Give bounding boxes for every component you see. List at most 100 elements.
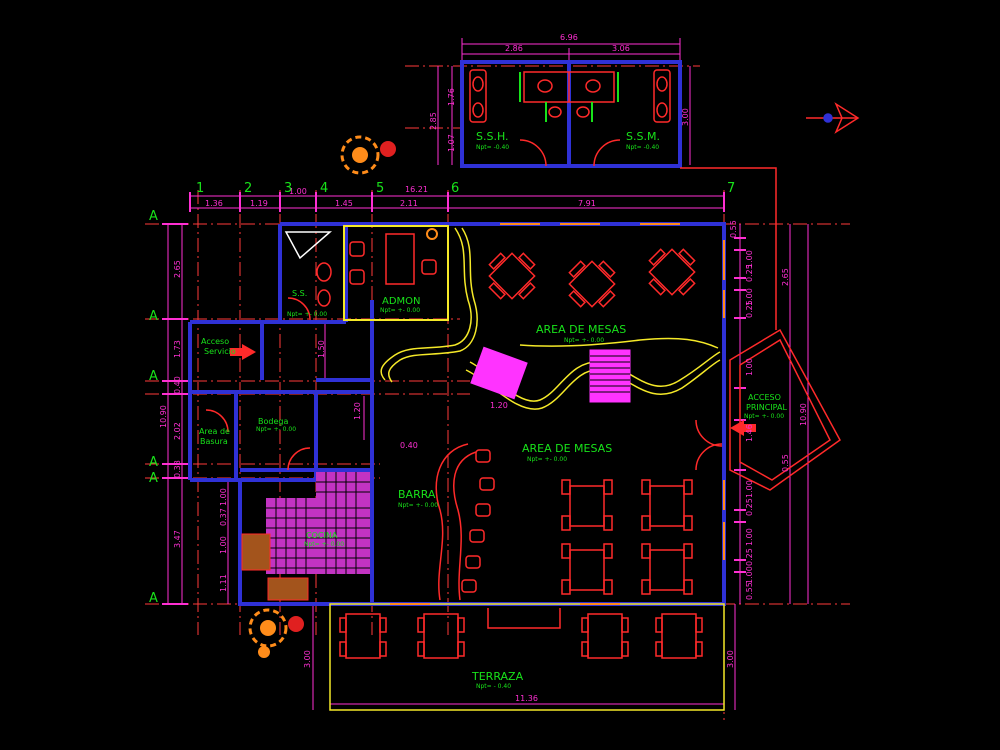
window-markers bbox=[390, 223, 725, 605]
axis-col-5: 5 bbox=[376, 181, 384, 196]
axis-row-a1: A bbox=[149, 209, 158, 224]
bathroom-partitions bbox=[519, 72, 619, 122]
dim-left-inner-4: 1.11 bbox=[219, 574, 228, 592]
dim-top-a: 2.86 bbox=[505, 44, 523, 53]
dim-right-inner-8: 1.00 bbox=[745, 480, 754, 498]
bodega-label: Bodega bbox=[258, 417, 288, 426]
dim-right-inner-7: 1.46 bbox=[745, 424, 754, 442]
dim-right-inner-12: 1.00 bbox=[745, 566, 754, 584]
dining-tables-top bbox=[488, 248, 696, 308]
dim-right-inner-6: 1.00 bbox=[745, 358, 754, 376]
axis-col-7: 7 bbox=[727, 181, 735, 196]
area-mesas-1-level: Npt= +- 0.00 bbox=[564, 337, 604, 344]
dim-col-6: 7.91 bbox=[578, 199, 596, 208]
axis-col-2: 2 bbox=[244, 181, 252, 196]
axis-row-a5: A bbox=[149, 471, 158, 486]
dim-left-total: 10.90 bbox=[159, 405, 168, 428]
admon-chairs bbox=[349, 241, 437, 285]
cocina-level: Npt= +- 0.00 bbox=[304, 541, 344, 548]
ss-fixtures bbox=[284, 231, 333, 307]
barra-label: BARRA bbox=[398, 488, 436, 501]
room-labels: S.S.H. Npt= -0.40 S.S.M. Npt= -0.40 S.S.… bbox=[199, 130, 787, 690]
bodega-level: Npt= +- 0.00 bbox=[256, 426, 296, 433]
axis-col-3: 3 bbox=[284, 181, 292, 196]
axis-row-a4: A bbox=[149, 455, 158, 470]
admon-label: ADMON bbox=[382, 296, 421, 307]
dim-left-seg-6: 3.47 bbox=[173, 530, 182, 548]
dim-top-total: 6.96 bbox=[560, 33, 578, 42]
admon-level: Npt= +- 0.00 bbox=[380, 307, 420, 314]
ss-label: S.S. bbox=[292, 289, 307, 298]
dim-terraza-right: 3.00 bbox=[726, 650, 735, 668]
admon-room bbox=[343, 225, 449, 321]
dim-left-inner-1: 1.00 bbox=[219, 488, 228, 506]
axis-row-a2: A bbox=[149, 309, 158, 324]
admon-plant-icon bbox=[426, 228, 438, 240]
dim-right-inner-5: 0.25 bbox=[745, 300, 754, 318]
entrance-ramp bbox=[680, 167, 841, 491]
axis-col-1: 1 bbox=[196, 181, 204, 196]
ssm-label: S.S.M. bbox=[626, 130, 660, 143]
doors bbox=[205, 297, 723, 471]
dim-bath-left-lower: 1.07 bbox=[447, 134, 456, 152]
terrace bbox=[329, 603, 725, 711]
dim-terraza-left: 3.00 bbox=[303, 650, 312, 668]
axis-col-6: 6 bbox=[451, 181, 459, 196]
dim-col-extra: 16.21 bbox=[405, 185, 428, 194]
dimension-labels: 6.96 2.86 3.06 1.36 1.19 1.00 1.45 2.11 … bbox=[159, 33, 808, 703]
axis-row-a3: A bbox=[149, 369, 158, 384]
dim-terraza-width: 11.36 bbox=[515, 694, 538, 703]
dim-col-1: 1.36 bbox=[205, 199, 223, 208]
area-mesas-2-level: Npt= +- 0.00 bbox=[527, 456, 567, 463]
dining-tables-bottom bbox=[561, 479, 693, 595]
dim-right-inner-11: 0.25 bbox=[745, 548, 754, 566]
dim-col-4: 1.45 bbox=[335, 199, 353, 208]
terraza-label: TERRAZA bbox=[471, 670, 524, 683]
dim-corridor: 1.50 bbox=[317, 340, 326, 358]
area-mesas-1-label: AREA DE MESAS bbox=[536, 323, 626, 336]
dim-left-seg-1: 2.65 bbox=[173, 260, 182, 278]
dim-ramp-120: 1.20 bbox=[490, 401, 508, 410]
barra-level: Npt= +- 0.00 bbox=[398, 502, 438, 509]
dim-right-inner-2: 1.00 bbox=[745, 250, 754, 268]
ss-level: Npt= +- 0.00 bbox=[287, 311, 327, 318]
ramps bbox=[470, 346, 631, 403]
dim-bath-right: 3.00 bbox=[681, 108, 690, 126]
dim-right-outer-2: 0.55 bbox=[781, 454, 790, 472]
dim-right-inner-10: 1.00 bbox=[745, 528, 754, 546]
dim-left-seg-2: 1.73 bbox=[173, 340, 182, 358]
acceso-servicio-line1: Acceso bbox=[201, 337, 229, 346]
axis-row-a6: A bbox=[149, 591, 158, 606]
dim-top-b: 3.06 bbox=[612, 44, 630, 53]
kitchen-floor bbox=[241, 472, 370, 601]
acceso-principal-line2: PRINCIPAL bbox=[746, 403, 787, 412]
terraza-level: Npt= - 0.40 bbox=[476, 683, 511, 690]
ssh-level: Npt= -0.40 bbox=[476, 144, 509, 151]
ssh-label: S.S.H. bbox=[476, 130, 509, 143]
dim-col-3: 1.00 bbox=[289, 187, 307, 196]
plant-icons bbox=[248, 135, 396, 658]
acceso-servicio-line2: Servicio bbox=[204, 347, 236, 356]
bathroom-fixtures bbox=[469, 69, 671, 167]
acceso-principal-level: Npt= +- 0.00 bbox=[744, 413, 784, 420]
north-arrow-icon bbox=[806, 102, 860, 134]
dim-right-total: 10.90 bbox=[799, 403, 808, 426]
bar-counter bbox=[435, 443, 495, 601]
axis-labels: 1 2 3 4 5 6 7 A A A A A A bbox=[149, 181, 735, 606]
dim-right-inner-4: 1.00 bbox=[745, 288, 754, 306]
area-basura-line1: Area de bbox=[199, 427, 230, 436]
dim-left-seg-5: 0.38 bbox=[173, 460, 182, 478]
dim-left-inner-3: 1.00 bbox=[219, 536, 228, 554]
dim-right-inner-13: 0.55 bbox=[745, 582, 754, 600]
dim-col-2: 1.19 bbox=[250, 199, 268, 208]
dim-bath-left-upper: 1.76 bbox=[447, 88, 456, 106]
dim-right-inner-3: 0.25 bbox=[745, 264, 754, 282]
area-mesas-2-label: AREA DE MESAS bbox=[522, 442, 612, 455]
ssm-level: Npt= -0.40 bbox=[626, 144, 659, 151]
area-basura-line2: Basura bbox=[200, 437, 228, 446]
admon-desk bbox=[385, 233, 415, 285]
axis-col-4: 4 bbox=[320, 181, 328, 196]
dim-left-seg-4: 2.02 bbox=[173, 422, 182, 440]
dim-col-5: 2.11 bbox=[400, 199, 418, 208]
dim-left-inner-2: 0.37 bbox=[219, 508, 228, 526]
